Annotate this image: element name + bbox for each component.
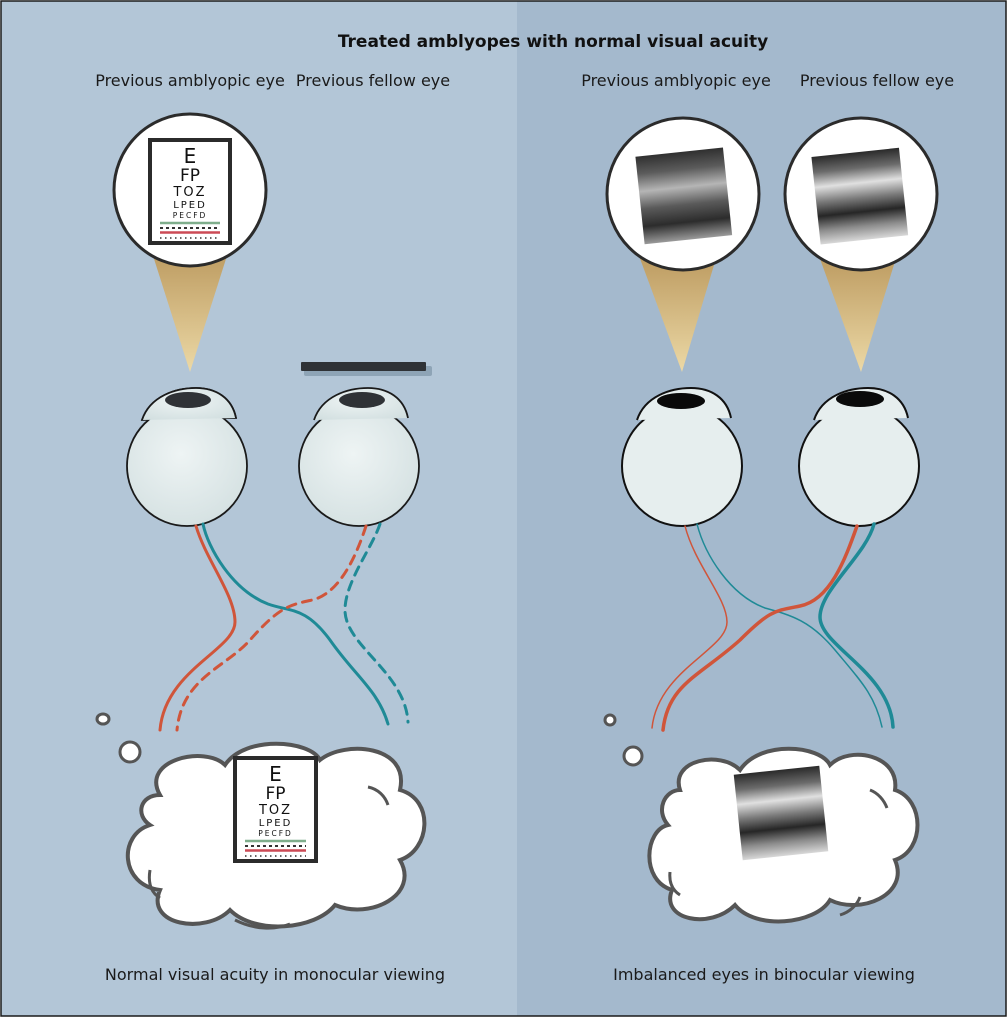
chart-row-2: FP [180, 166, 200, 186]
left-fellow-eyeball-icon [298, 387, 420, 527]
chart-row-1: E [184, 144, 197, 168]
left-view-cone [148, 240, 232, 372]
left-fellow-eye-label: Previous fellow eye [296, 71, 450, 90]
percept-chart-row-4: LPED [259, 818, 293, 829]
chart-row-5: PECFD [173, 211, 208, 220]
right-fellow-grating-stimulus-icon [811, 147, 909, 245]
right-fellow-nerve-orange-thick [661, 524, 859, 732]
right-fellow-eye-label: Previous fellow eye [800, 71, 954, 90]
right-fellow-eyeball-icon [798, 386, 920, 527]
percept-eye-chart-icon [233, 756, 318, 863]
right-panel-caption: Imbalanced eyes in binocular viewing [613, 965, 915, 984]
percept-chart-row-1: E [269, 762, 282, 786]
right-percept-grating-stimulus-icon [733, 765, 829, 861]
left-panel-caption: Normal visual acuity in monocular viewin… [105, 965, 445, 984]
percept-chart-row-2: FP [265, 784, 285, 804]
right-amblyopic-grating-stimulus-icon [635, 147, 733, 245]
right-amblyopic-eyeball-icon [621, 386, 743, 527]
right-amblyopic-eye-label: Previous amblyopic eye [581, 71, 771, 90]
chart-row-3: TOZ [172, 185, 206, 200]
right-amblyopic-nerve-teal-thin [696, 523, 883, 728]
occluder-bar-icon [301, 362, 432, 376]
left-magnifier-eye-chart: E FP TOZ LPED PECFD [148, 138, 232, 245]
left-percept-eye-chart: E FP TOZ LPED PECFD [233, 756, 318, 863]
chart-row-4: LPED [173, 200, 207, 211]
percept-chart-row-3: TOZ [258, 803, 292, 818]
left-fellow-nerve-orange-dashed [175, 524, 368, 732]
left-amblyopic-eye-label: Previous amblyopic eye [95, 71, 285, 90]
right-amblyopic-nerve-orange-thin [651, 525, 728, 729]
left-amblyopic-nerve-orange [158, 524, 237, 732]
right-amblyopic-view-cone [635, 245, 720, 372]
left-optic-pathways [158, 522, 410, 732]
right-optic-pathways [651, 522, 895, 732]
right-fellow-nerve-teal-thick [818, 522, 895, 729]
left-amblyopic-nerve-teal [201, 522, 390, 726]
figure-title: Treated amblyopes with normal visual acu… [338, 32, 768, 52]
left-amblyopic-eyeball-icon [126, 387, 248, 527]
right-fellow-view-cone [815, 245, 900, 372]
eye-chart-icon [148, 138, 232, 245]
left-fellow-nerve-teal-dashed [343, 522, 410, 724]
percept-chart-row-5: PECFD [258, 829, 293, 838]
